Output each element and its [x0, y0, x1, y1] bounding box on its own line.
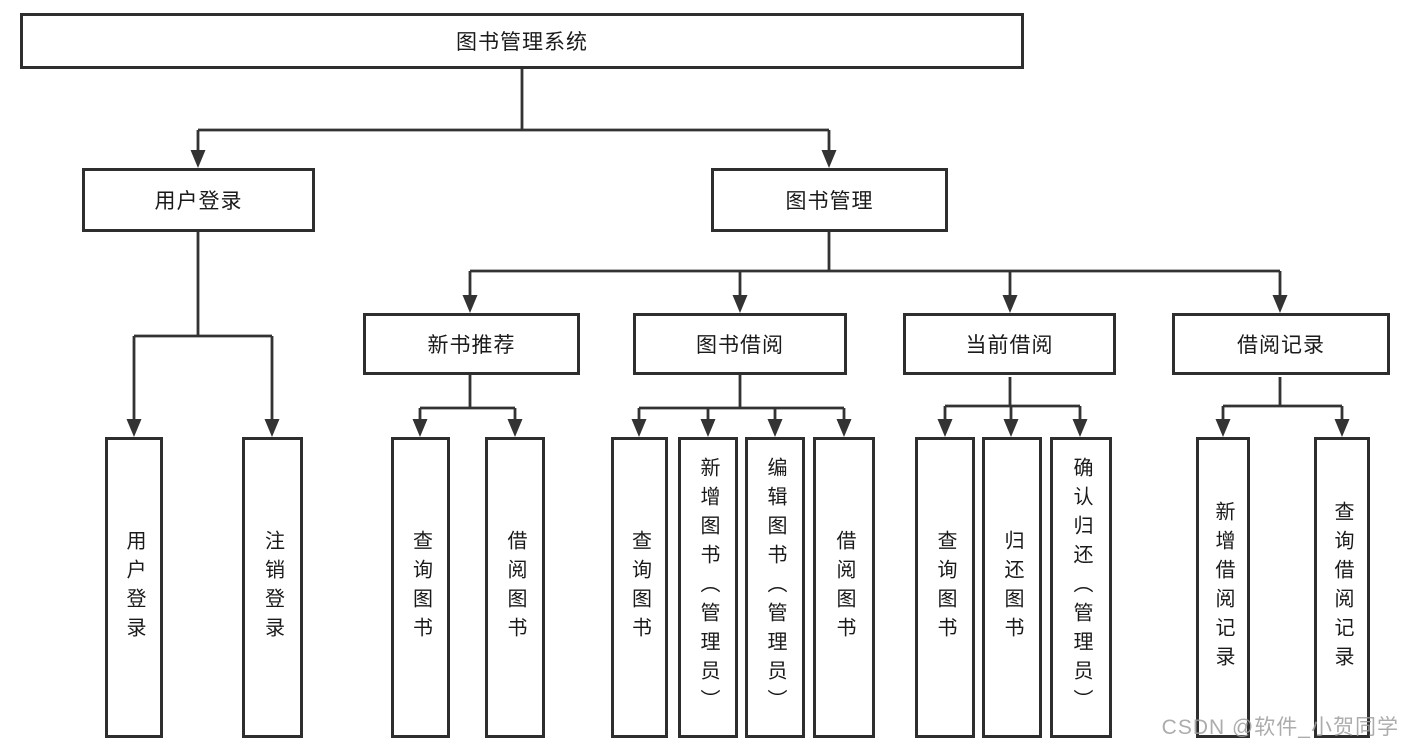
connector-currentborrow-to-leaves — [943, 377, 1082, 421]
node-leaf-borrow-books-1: 借阅图书 — [485, 437, 545, 738]
connector-userlogin-to-leaves — [132, 232, 274, 421]
node-label: 用户登录 — [154, 190, 243, 213]
node-leaf-query-books-1: 查询图书 — [391, 437, 450, 738]
node-new-book-recommend: 新书推荐 — [363, 313, 580, 375]
node-label: 归还图书 — [1001, 529, 1023, 646]
node-label: 新增借阅记录 — [1212, 500, 1234, 675]
connector-root-to-level2 — [196, 69, 831, 152]
node-leaf-query-books-2: 查询图书 — [611, 437, 668, 738]
node-leaf-edit-books-admin: 编辑图书（管理员） — [745, 437, 805, 738]
node-label: 注销登录 — [261, 529, 284, 646]
node-label: 图书管理系统 — [456, 31, 588, 54]
arrowheads — [126, 150, 1350, 437]
node-label: 新增图书（管理员） — [697, 457, 719, 718]
node-leaf-borrow-books-2: 借阅图书 — [813, 437, 875, 738]
connector-bookmgmt-to-level3 — [468, 232, 1282, 297]
node-leaf-user-login: 用户登录 — [105, 437, 163, 738]
node-leaf-query-borrow-record: 查询借阅记录 — [1314, 437, 1370, 738]
node-leaf-add-borrow-record: 新增借阅记录 — [1196, 437, 1250, 738]
node-label: 借阅记录 — [1237, 334, 1325, 357]
node-label: 借阅图书 — [504, 529, 526, 646]
node-book-borrow: 图书借阅 — [633, 313, 847, 375]
csdn-watermark: CSDN @软件_小贺同学 — [1161, 716, 1399, 739]
node-label: 图书管理 — [785, 190, 874, 213]
node-label: 查询图书 — [628, 529, 651, 646]
node-label: 查询图书 — [409, 529, 432, 646]
node-library-system: 图书管理系统 — [20, 13, 1024, 69]
node-leaf-query-books-3: 查询图书 — [915, 437, 975, 738]
connector-bookborrow-to-leaves — [637, 375, 846, 421]
node-label: 借阅图书 — [833, 529, 855, 646]
node-label: 当前借阅 — [965, 334, 1054, 357]
node-label: 新书推荐 — [427, 334, 516, 357]
node-label: 图书借阅 — [696, 334, 784, 357]
connector-borrowrecords-to-leaves — [1221, 377, 1344, 421]
node-leaf-logout: 注销登录 — [242, 437, 303, 738]
node-borrow-records: 借阅记录 — [1172, 313, 1390, 375]
node-user-login: 用户登录 — [82, 168, 315, 232]
node-label: 编辑图书（管理员） — [764, 457, 786, 718]
connector-newbook-to-leaves — [418, 375, 517, 421]
node-label: 用户登录 — [123, 529, 145, 646]
node-leaf-confirm-return-admin: 确认归还（管理员） — [1050, 437, 1112, 738]
node-label: 查询借阅记录 — [1331, 500, 1353, 675]
node-label: 确认归还（管理员） — [1070, 457, 1092, 718]
node-leaf-return-books: 归还图书 — [982, 437, 1042, 738]
node-leaf-add-books-admin: 新增图书（管理员） — [678, 437, 738, 738]
node-current-borrow: 当前借阅 — [903, 313, 1116, 375]
node-book-management: 图书管理 — [711, 168, 948, 232]
node-label: 查询图书 — [934, 529, 956, 646]
